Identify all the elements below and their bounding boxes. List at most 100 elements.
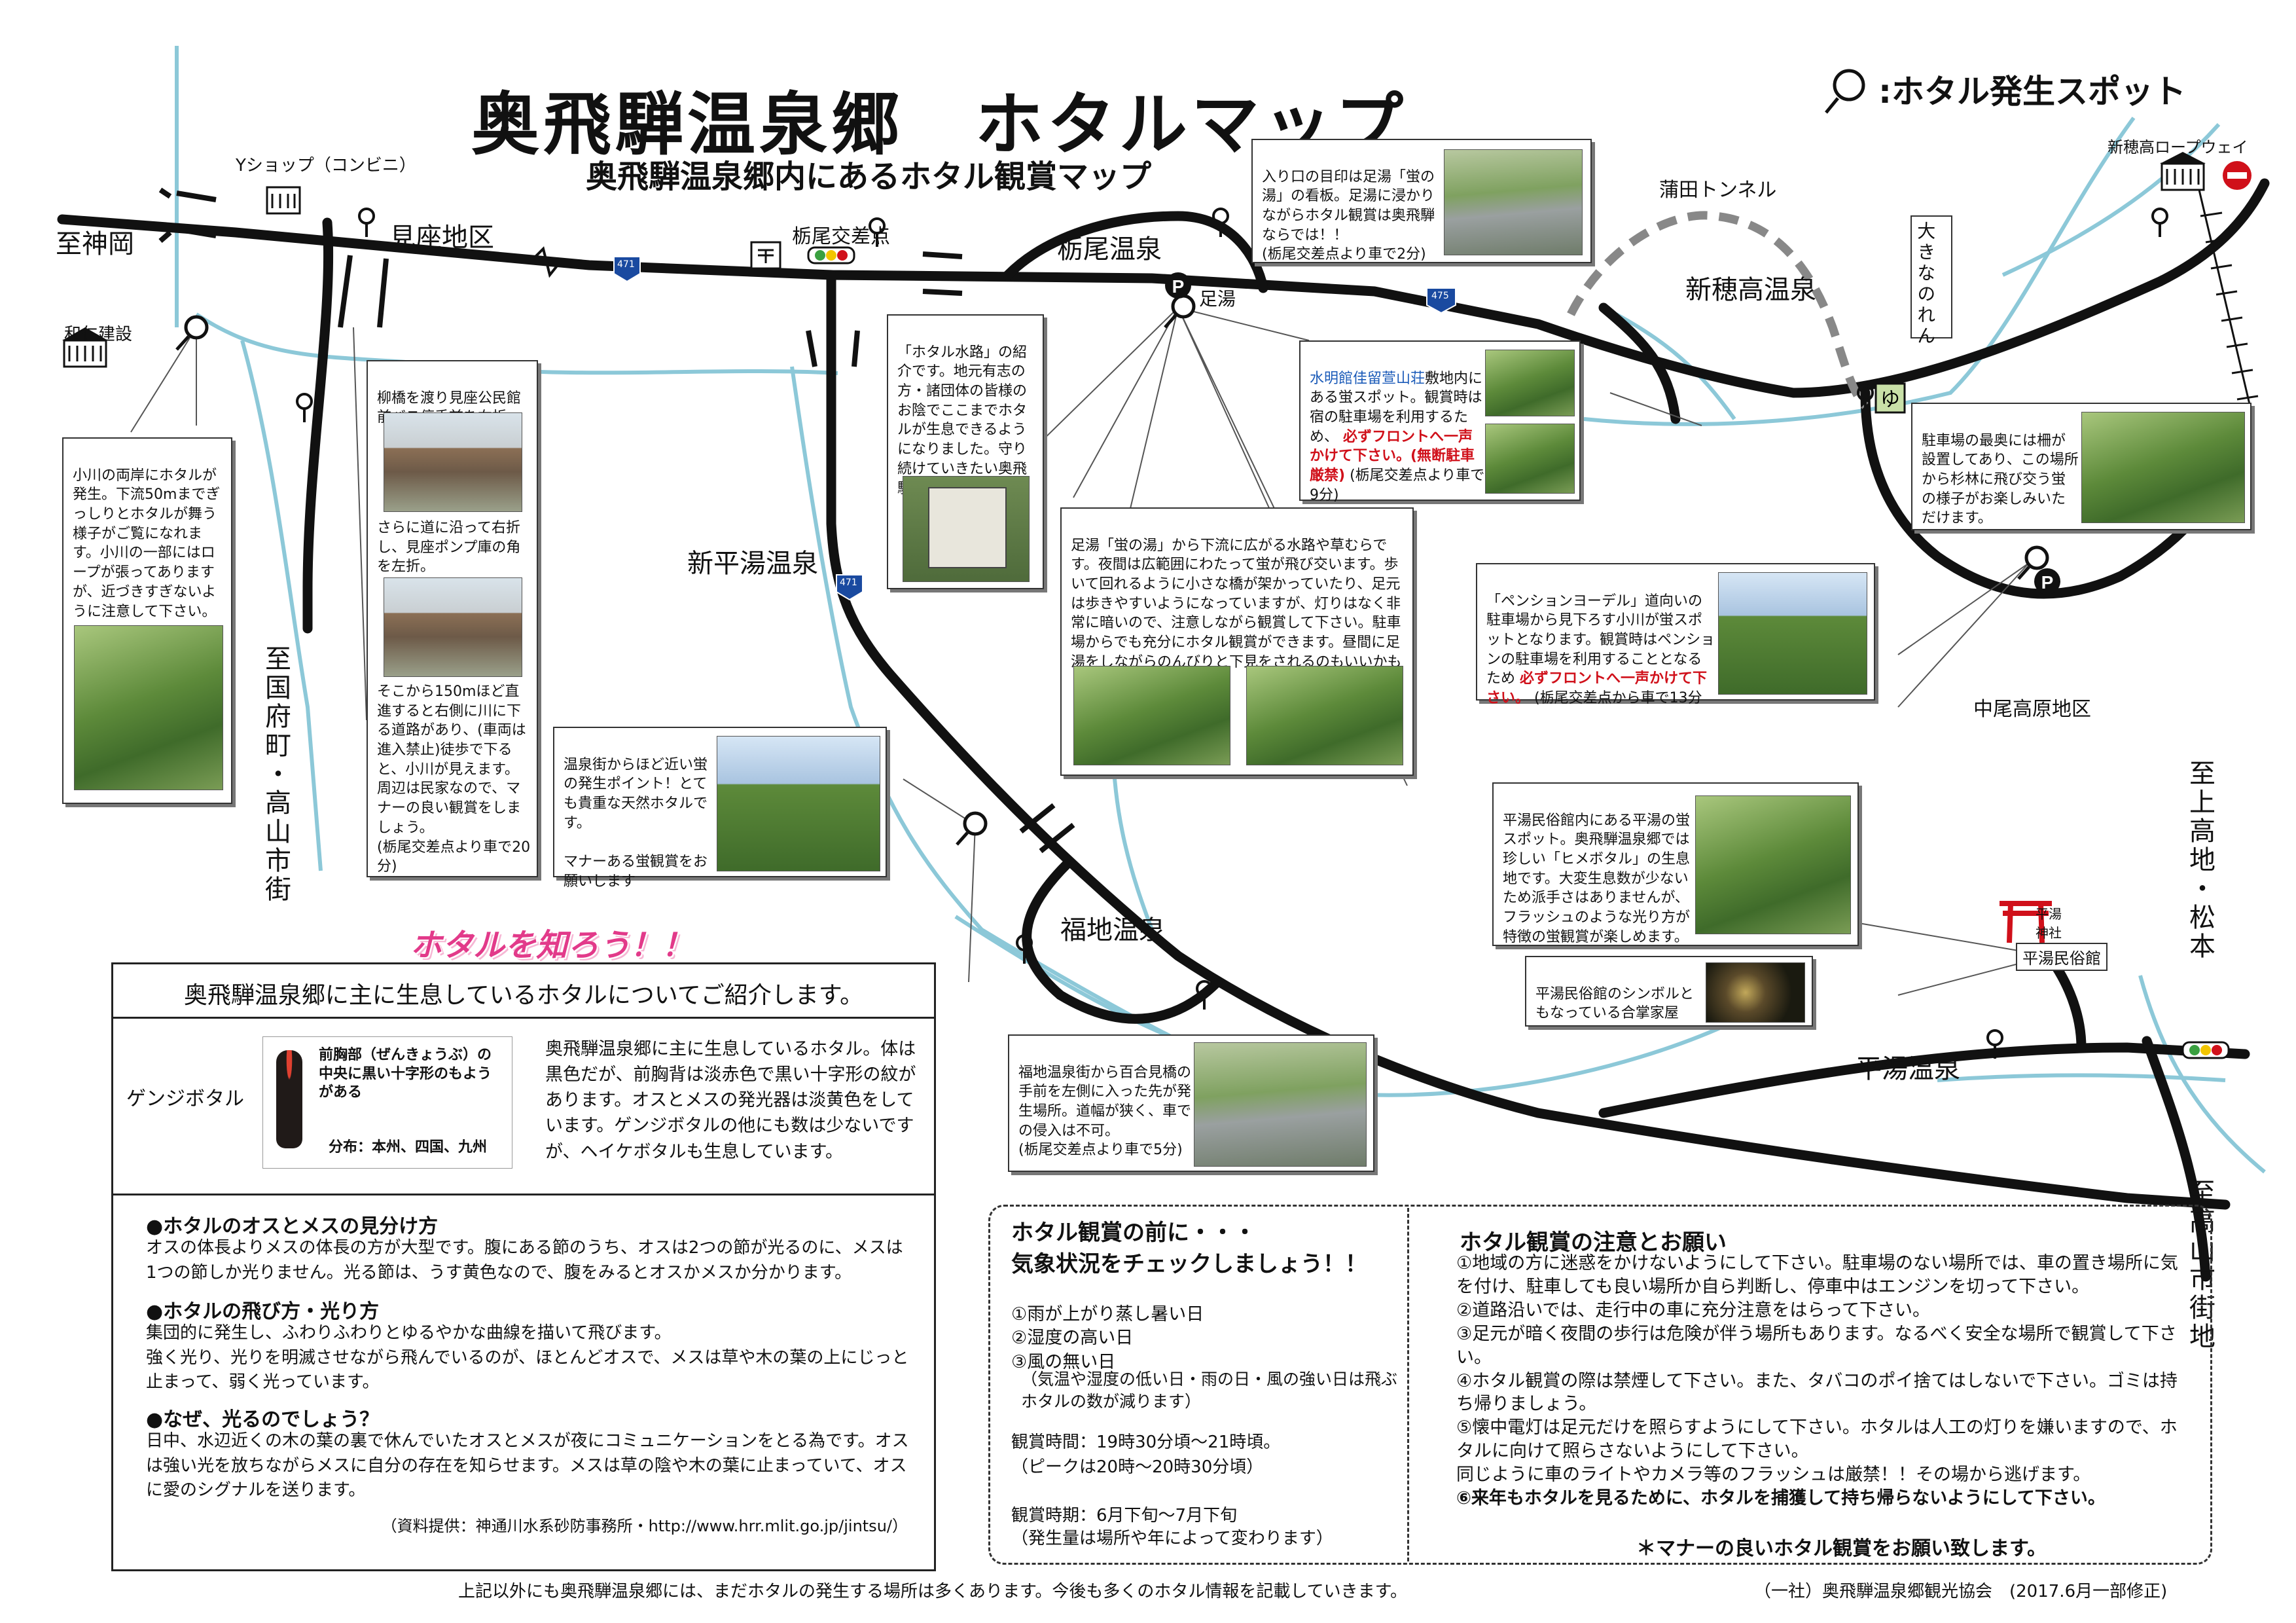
river-gamata	[1583, 117, 2136, 426]
building-icon-wani	[62, 327, 108, 368]
omitted-section-mark	[529, 246, 564, 278]
roads	[57, 178, 2270, 1282]
label-gamata-tunnel: 蒲田トンネル	[1659, 179, 1777, 202]
signal-hirayu	[2181, 1041, 2230, 1059]
road-kamikochi	[2142, 1036, 2211, 1282]
page-title: 奥飛騨温泉郷 ホタルマップ	[471, 84, 1408, 164]
spot-ogawa	[175, 315, 209, 351]
callout-suimeikan-name: 水明館佳留萱山荘	[1310, 370, 1426, 387]
callout-fukuchi-text: 福地温泉街から百合見橋の手前を左側に入った先が発生場所。道幅が狭く、車での侵入は…	[1018, 1064, 1192, 1159]
bus-stop-shinhotaka	[2151, 208, 2168, 237]
shield-475	[1426, 287, 1456, 314]
weather-item-3: ③風の無い日	[1011, 1351, 1116, 1372]
photo-pump-house	[384, 577, 522, 677]
road-ne	[1598, 302, 1681, 424]
know-p2: 集団的に発生し、ふわりふわりとゆるやかな曲線を描いて飛びます。 強く光り、光りを…	[146, 1323, 909, 1393]
label-big-noren: 大きなのれん	[1914, 221, 1937, 347]
page-subtitle: 奥飛騨温泉郷内にあるホタル観賞マップ	[586, 158, 1152, 195]
road-hirayu	[1598, 1042, 2250, 1118]
callout-pension-time: (栃尾交差点から車で13分	[1534, 690, 1702, 707]
footer-left: 上記以外にも奥飛騨温泉郷には、まだホタルの発生する場所は多くあります。今後も多く…	[458, 1582, 1408, 1601]
road-471-west	[57, 178, 2270, 398]
rule-item-2: ②道路沿いでは、走行中の車に充分注意をはらって下さい。	[1456, 1300, 1931, 1321]
callout-hotarunoyu: 入り口の目印は足湯「蛍の湯」の看板。足湯に浸かりながらホタル観賞は奥飛騨ならでは…	[1251, 139, 1592, 263]
bus-stop-kokufu	[296, 393, 313, 422]
big-noren-frame	[1910, 215, 1952, 338]
traffic-lights	[807, 246, 2230, 1059]
label-wani: 和仁建設	[64, 325, 133, 344]
callout-suimeikan-body: 敷地内にある蛍スポット。観賞時は宿の駐車場を利用するため、	[1310, 370, 1483, 445]
label-road-471-south: 471	[840, 577, 857, 588]
bridge-miza	[338, 255, 389, 328]
rule-item-4: ④ホタル観賞の際は禁煙して下さい。また、タバコのポイ捨てはしないで下さい。ゴミは…	[1456, 1370, 2178, 1415]
bridge-fukuchi	[1019, 803, 1075, 854]
map-symbols: ゆ	[62, 152, 2251, 943]
rule-item-3: ③足元が暗く夜間の歩行は危険が伴う場所もあります。なるべく安全な場所で観賞して下…	[1456, 1323, 2177, 1368]
callout-ashiyu-river-text: 足湯「蛍の湯」から下流に広がる水路や草むらです。夜間は広範囲にわたって蛍が飛び交…	[1071, 537, 1402, 690]
know-intro: 奥飛騨温泉郷に主に生息しているホタルについてご紹介します。	[183, 982, 864, 1009]
route-shields	[613, 256, 1456, 601]
building-icon-yshop	[266, 186, 301, 215]
weather-note: （気温や湿度の低い日・雨の日・風の強い日は飛ぶホタルの数が減ります）	[1021, 1370, 1398, 1411]
bus-stop-fukuchi-2	[1196, 980, 1213, 1010]
callout-ogawa: 小川の両岸にホタルが発生。下流50mまでぎっしりとホタルが舞う様子がご覧になれま…	[62, 437, 232, 804]
genji-beetle-icon	[276, 1050, 302, 1148]
callout-pension-warning: 必ずフロントへ一声かけて下さい。	[1486, 670, 1708, 707]
rule-item-5: ⑤懐中電灯は足元だけを照らすようにして下さい。ホタルは人工の灯りを嫌いますので、…	[1456, 1417, 2178, 1486]
label-y-shop: Yショップ（コンビニ）	[236, 156, 416, 175]
genji-label: ゲンジボタル	[126, 1087, 244, 1110]
label-tochio-crossing: 栃尾交差点	[792, 225, 890, 248]
know-h2: ●ホタルの飛び方・光り方	[146, 1300, 380, 1323]
label-road-475: 475	[1431, 291, 1449, 301]
legend-spot: :ホタル発生スポット	[1878, 73, 2186, 111]
genji-figure: 前胸部（ぜんきょうぶ）の中央に黒い十字形のもようがある 分布：本州、四国、九州	[262, 1036, 512, 1169]
label-nakao: 中尾高原地区	[1973, 698, 2091, 721]
know-p3: 日中、水辺近くの木の葉の裏で休んでいたオスとメスが夜にコミュニケーションをとる為…	[146, 1431, 909, 1501]
label-miza: 見座地区	[389, 223, 494, 253]
bridge-tochio	[806, 330, 860, 367]
label-kamikochi: 至上高地・松本	[2185, 759, 2215, 961]
callout-hirayu-folk-text: 平湯民俗館内にある平湯の蛍スポット。奥飛騨温泉郷では珍しい「ヒメボタル」の生息地…	[1503, 812, 1691, 945]
photo-suimeikan-1	[1485, 350, 1575, 416]
rule-item-1: ①地域の方に迷惑をかけないようにして下さい。駐車場のない場所では、車の置き場所に…	[1456, 1253, 2178, 1297]
shield-471-south	[836, 574, 863, 601]
photo-ashiyu-entrance	[1444, 149, 1583, 255]
svg-text:P: P	[1172, 276, 1185, 297]
rules-heading: ホタル観賞の注意とお願い	[1460, 1230, 1727, 1256]
callout-ogawa-text: 小川の両岸にホタルが発生。下流50mまでぎっしりとホタルが舞う様子がご覧になれま…	[73, 467, 221, 620]
callout-hotarunoyu-text: 入り口の目印は足湯「蛍の湯」の看板。足湯に浸かりながらホタル観賞は奥飛騨ならでは…	[1262, 168, 1435, 263]
weather-item-2: ②湿度の高い日	[1011, 1328, 1134, 1349]
gamata-tunnel	[1567, 211, 1869, 409]
label-tochio-onsen: 栃尾温泉	[1057, 234, 1162, 264]
photo-shinhirayu-marsh	[717, 736, 880, 871]
callout-suimeikan-warning: 必ずフロントへ一声かけて下さい。(無断駐車厳禁)	[1310, 428, 1475, 484]
parking-ashiyu: P	[1165, 272, 1191, 299]
bus-stop-miza	[358, 208, 375, 237]
rivers	[175, 46, 2266, 1174]
callout-ashiyu-river: 足湯「蛍の湯」から下流に広がる水路や草むらです。夜間は広範囲にわたって蛍が飛び交…	[1060, 507, 1414, 776]
building-icon-ropeway	[2160, 152, 2206, 191]
photo-gassho-house	[1706, 962, 1805, 1023]
road-fukuchi	[1022, 859, 1223, 1024]
label-road-471-north: 471	[617, 259, 635, 270]
bus-stops	[296, 208, 2168, 1059]
callout-yanagi-3: そこから150mほど直進すると右側に川に下る道路があり、(車両は進入禁止)徒歩で…	[377, 684, 531, 875]
weather-time: 観賞時間：19時30分頃〜21時頃。 （ピークは20時〜20時30分頃）	[1011, 1432, 1281, 1477]
label-shinhotaka-onsen: 新穂高温泉	[1685, 275, 1816, 305]
weather-heading: ホタル観賞の前に・・・ 気象状況をチェックしましょう！！	[1011, 1220, 1367, 1277]
photo-sign-board	[903, 476, 1030, 582]
parking-nakao: P	[2034, 568, 2060, 594]
post-office-icon	[750, 241, 781, 270]
signal-tochio	[807, 246, 855, 264]
callout-suimeikan: 水明館佳留萱山荘敷地内にある蛍スポット。観賞時は宿の駐車場を利用するため、 必ず…	[1299, 340, 1581, 503]
river-north	[2001, 122, 2221, 277]
photo-suimeikan-2	[1485, 424, 1575, 494]
callout-gassho: 平湯民俗館のシンボルともなっている合掌家屋	[1525, 956, 1813, 1027]
photo-hirayu-folk-stream	[1695, 795, 1851, 934]
callout-gassho-text: 平湯民俗館のシンボルともなっている合掌家屋	[1535, 985, 1695, 1022]
footer-right: （一社）奥飛騨温泉郷観光協会 (2017.6月一部修正)	[1754, 1582, 2168, 1601]
bridge-kamioka	[158, 187, 217, 244]
svg-text:ゆ: ゆ	[1880, 388, 1900, 411]
callout-hirayu-folk: 平湯民俗館内にある平湯の蛍スポット。奥飛騨温泉郷では珍しい「ヒメボタル」の生息地…	[1492, 782, 1859, 946]
